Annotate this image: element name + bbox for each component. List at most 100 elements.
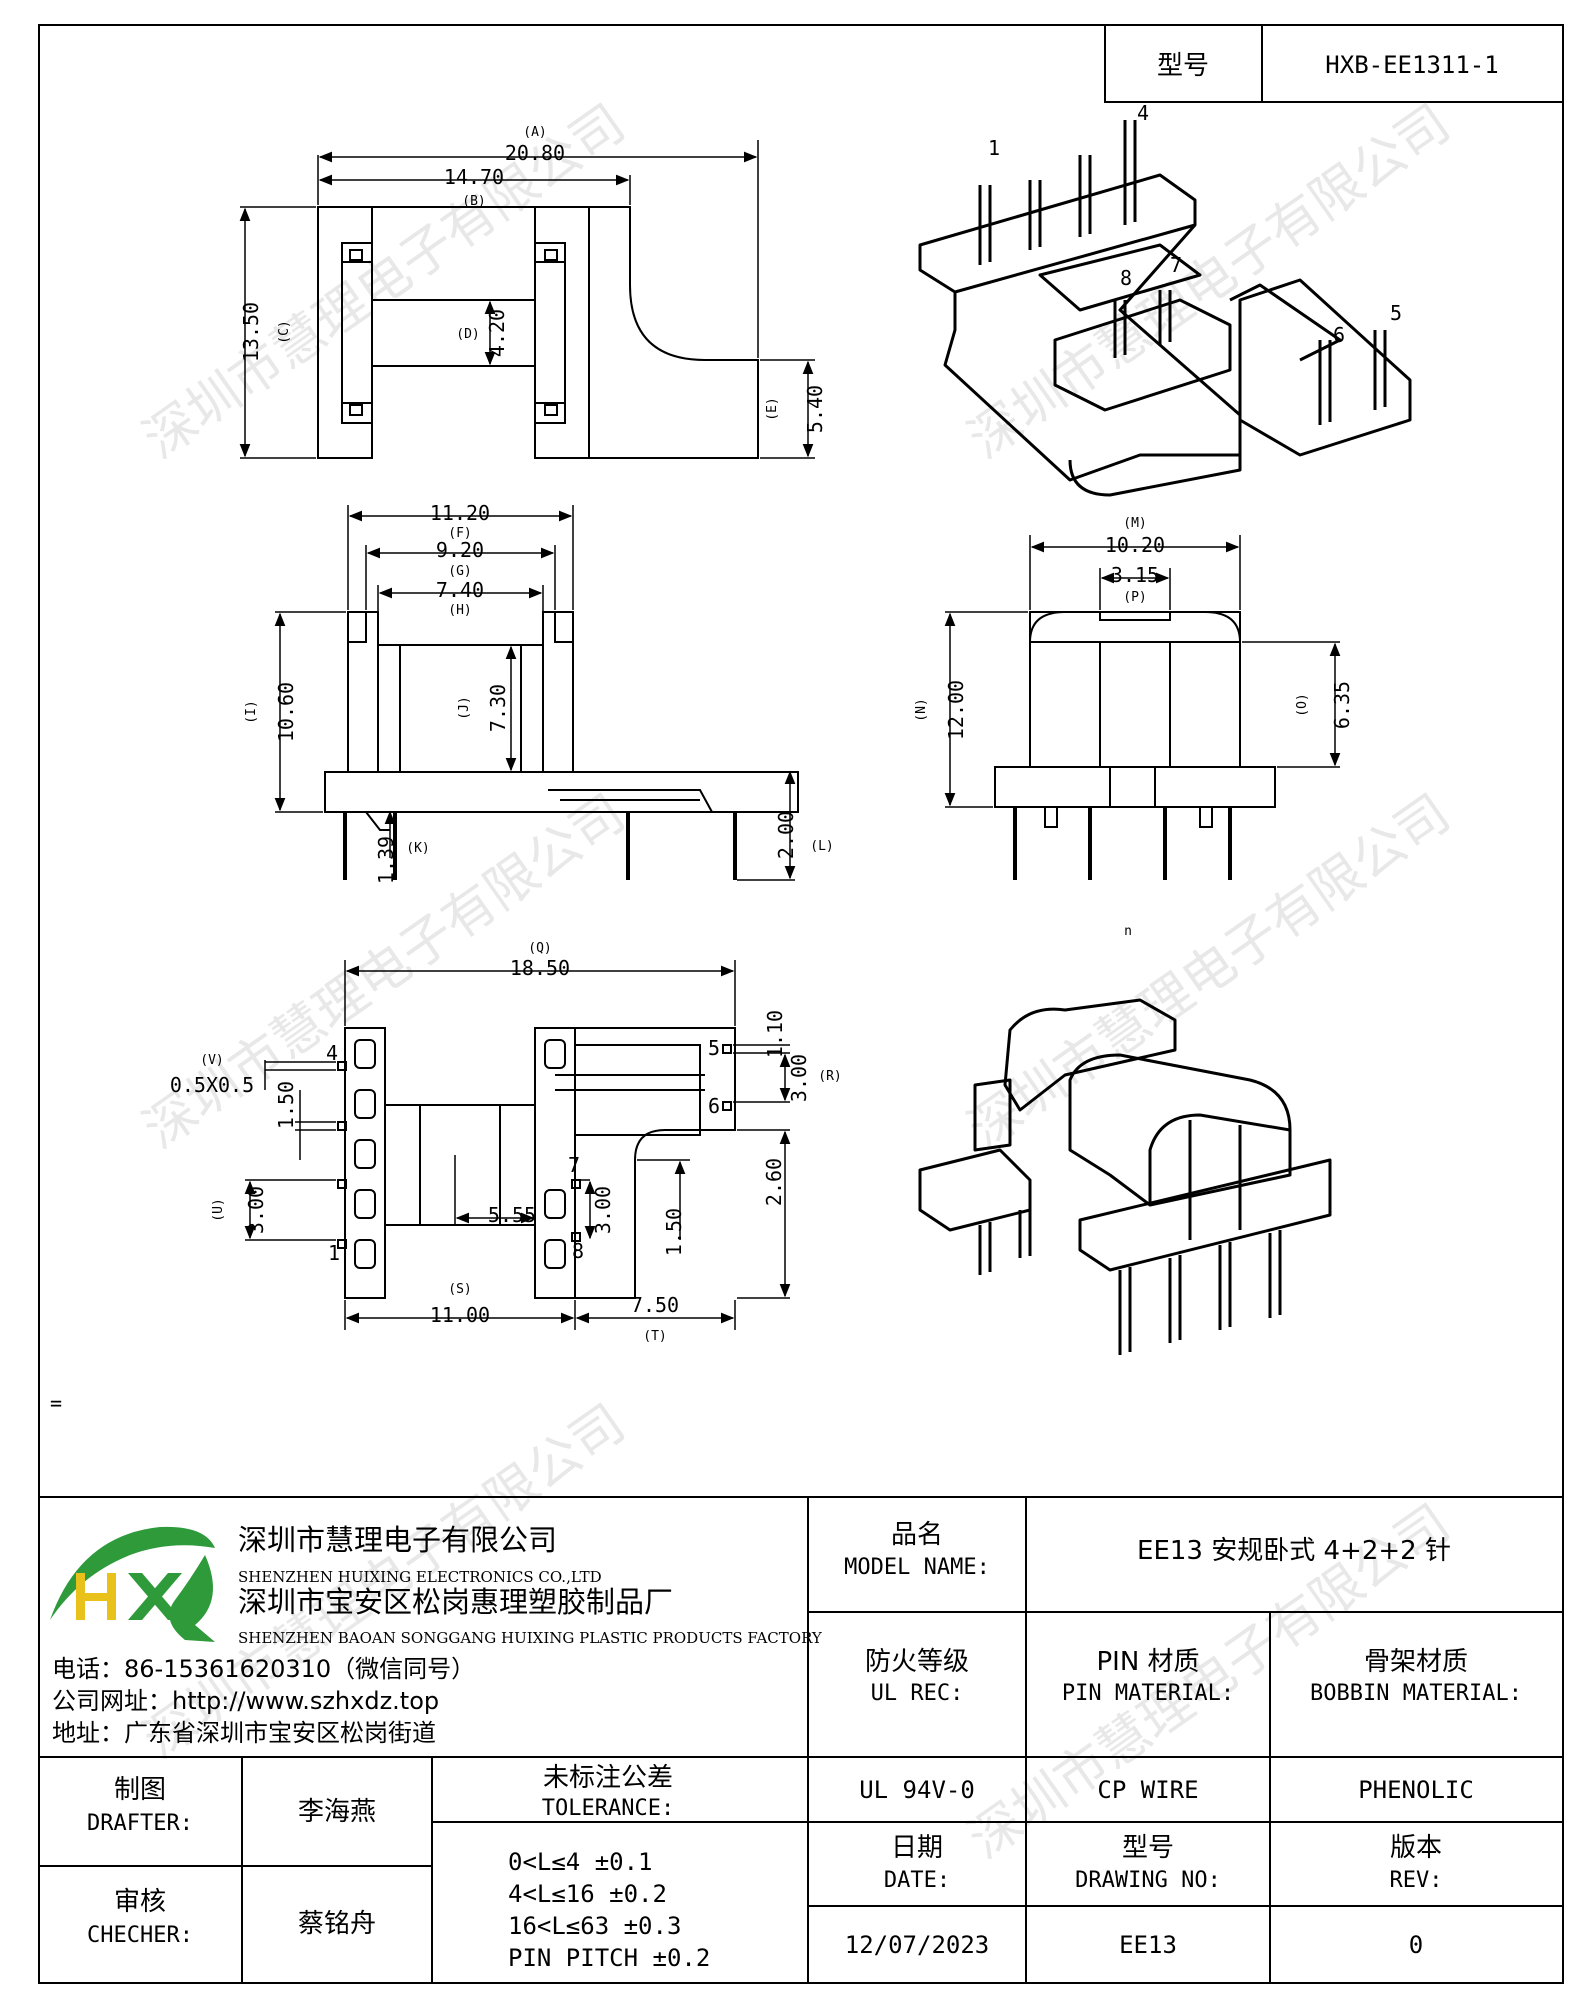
dim-value-150a: 1.50 [274,1081,298,1129]
pin-number: 5 [1390,301,1402,325]
factory-name-en: SHENZHEN BAOAN SONGGANG HUIXING PLASTIC … [238,1629,823,1647]
dim-value-d: 4.20 [485,309,509,357]
dim-label-r: (R) [818,1069,841,1084]
pin-number: 5 [708,1036,720,1060]
rev-en: REV: [1390,1868,1443,1893]
pin-number: 1 [988,136,1000,160]
date-en: DATE: [884,1868,950,1893]
date-cn: 日期 [891,1833,943,1863]
model-name-en: MODEL NAME: [844,1555,990,1580]
bobbin-material-value: PHENOLIC [1358,1776,1474,1804]
dim-label-b: (B) [462,194,485,209]
pin-material-cn: PIN 材质 [1096,1647,1199,1677]
pin-number: 8 [1120,266,1132,290]
bobbin-material-en: BOBBIN MATERIAL: [1310,1681,1522,1706]
dim-value-110: 1.10 [763,1010,787,1058]
company-website: 公司网址：http://www.szhxdz.top [52,1687,439,1715]
front-view-labels: 11.20 (F) 9.20 (G) 7.40 (H) 10.60 (I) 7.… [244,501,834,884]
dim-label-g: (G) [448,564,471,579]
dim-label-l: (L) [810,839,833,854]
front-view [274,505,799,881]
dim-value-t: 7.50 [631,1293,679,1317]
model-name-value: EE13 安规卧式 4+2+2 针 [1137,1536,1451,1566]
dim-value-c: 13.50 [239,302,263,362]
title-block-grid [39,1496,1563,1983]
title-block-texts: 品名 MODEL NAME: EE13 安规卧式 4+2+2 针 防火等级 UL… [87,1520,1522,1972]
dim-value-b: 14.70 [444,165,504,189]
dim-value-p: 3.15 [1111,563,1159,587]
company-phone: 电话：86-15361620310（微信同号） [52,1655,475,1683]
dim-label-e: (E) [765,397,780,420]
dim-value-q: 18.50 [510,956,570,980]
model-name-cn: 品名 [891,1520,943,1550]
dim-value-260: 2.60 [762,1158,786,1206]
pin-number: 7 [568,1153,580,1177]
dim-label-f: (F) [448,526,471,541]
dim-label-m: (M) [1123,516,1146,531]
isometric-view-top [918,120,1412,497]
dim-label-q: (Q) [528,941,551,956]
header-type-label: 型号 [1157,51,1209,81]
pin-number: 6 [1333,323,1345,347]
dim-value-300b: 3.00 [591,1186,615,1234]
isometric-pin-numbers-top: 1 4 8 7 5 6 [988,101,1402,347]
company-name-cn: 深圳市慧理电子有限公司 [238,1523,557,1557]
top-view-labels: (A) 20.80 14.70 (B) 13.50 (C) 4.20 (D) 5… [239,125,827,433]
drafter-cn: 制图 [114,1775,166,1805]
checker-cn: 审核 [114,1887,166,1917]
top-view [239,140,815,459]
date-value: 12/07/2023 [845,1931,990,1959]
dim-value-o: 6.35 [1330,681,1354,729]
dim-label-j: (J) [457,696,472,719]
side-view [944,535,1341,880]
ul-rec-cn: 防火等级 [865,1647,969,1677]
dim-label-v: (V) [200,1053,223,1068]
tolerance-en: TOLERANCE: [542,1796,674,1821]
pin-number: 8 [572,1239,584,1263]
dim-label-c: (C) [277,320,292,343]
dim-label-n: (N) [914,698,929,721]
dim-label-u: (U) [211,1198,226,1221]
dim-value-u: 3.00 [244,1186,268,1234]
header-type-value: HXB-EE1311-1 [1325,51,1498,79]
dim-label-p: (P) [1123,590,1146,605]
dim-label-h: (H) [448,603,471,618]
dim-value-555: 5.55 [488,1203,536,1227]
dim-value-i: 10.60 [274,682,298,742]
company-logo [50,1526,215,1642]
dim-label-t: (T) [643,1329,666,1344]
ul-rec-en: UL REC: [871,1681,964,1706]
dim-value-n: 12.00 [944,680,968,740]
isometric-view-bottom [918,998,1332,1355]
dim-value-a: 20.80 [505,141,565,165]
pin-number: 4 [326,1041,338,1065]
dim-value-l: 2.00 [774,811,798,859]
stray-mark: n [1124,924,1132,939]
drafter-value: 李海燕 [298,1797,376,1827]
checker-value: 蔡铭舟 [298,1909,376,1939]
tolerance-line: 0<L≤4 ±0.1 [508,1848,653,1876]
dim-value-h: 7.40 [436,578,484,602]
pin-number: 7 [1170,253,1182,277]
pin-number: 6 [708,1094,720,1118]
company-name-en: SHENZHEN HUIXING ELECTRONICS CO.,LTD [238,1568,602,1586]
bottom-view [244,960,791,1330]
dim-value-s: 11.00 [430,1303,490,1327]
pin-material-en: PIN MATERIAL: [1062,1681,1234,1706]
rev-value: 0 [1409,1931,1423,1959]
pin-number: 1 [328,1241,340,1265]
rev-cn: 版本 [1390,1833,1442,1863]
dim-label-d: (D) [456,327,479,342]
sheet-border [38,24,1564,1984]
drawing-no-value: EE13 [1119,1931,1177,1959]
bottom-view-labels: (Q) 18.50 (V) 0.5X0.5 1.50 3.00 (U) 5.55… [170,941,842,1344]
dim-value-v: 0.5X0.5 [170,1073,254,1097]
header-type-box: 型号 HXB-EE1311-1 [1104,24,1564,103]
watermark-text: 深圳市慧理电子有限公司 [958,783,1461,1160]
tolerance-cn: 未标注公差 [543,1763,673,1793]
factory-name-cn: 深圳市宝安区松岗惠理塑胶制品厂 [238,1585,673,1619]
ul-rec-value: UL 94V-0 [859,1776,975,1804]
dim-value-j: 7.30 [486,684,510,732]
checker-en: CHECHER: [87,1923,193,1948]
company-address: 地址：广东省深圳市宝安区松岗街道 [52,1719,436,1747]
